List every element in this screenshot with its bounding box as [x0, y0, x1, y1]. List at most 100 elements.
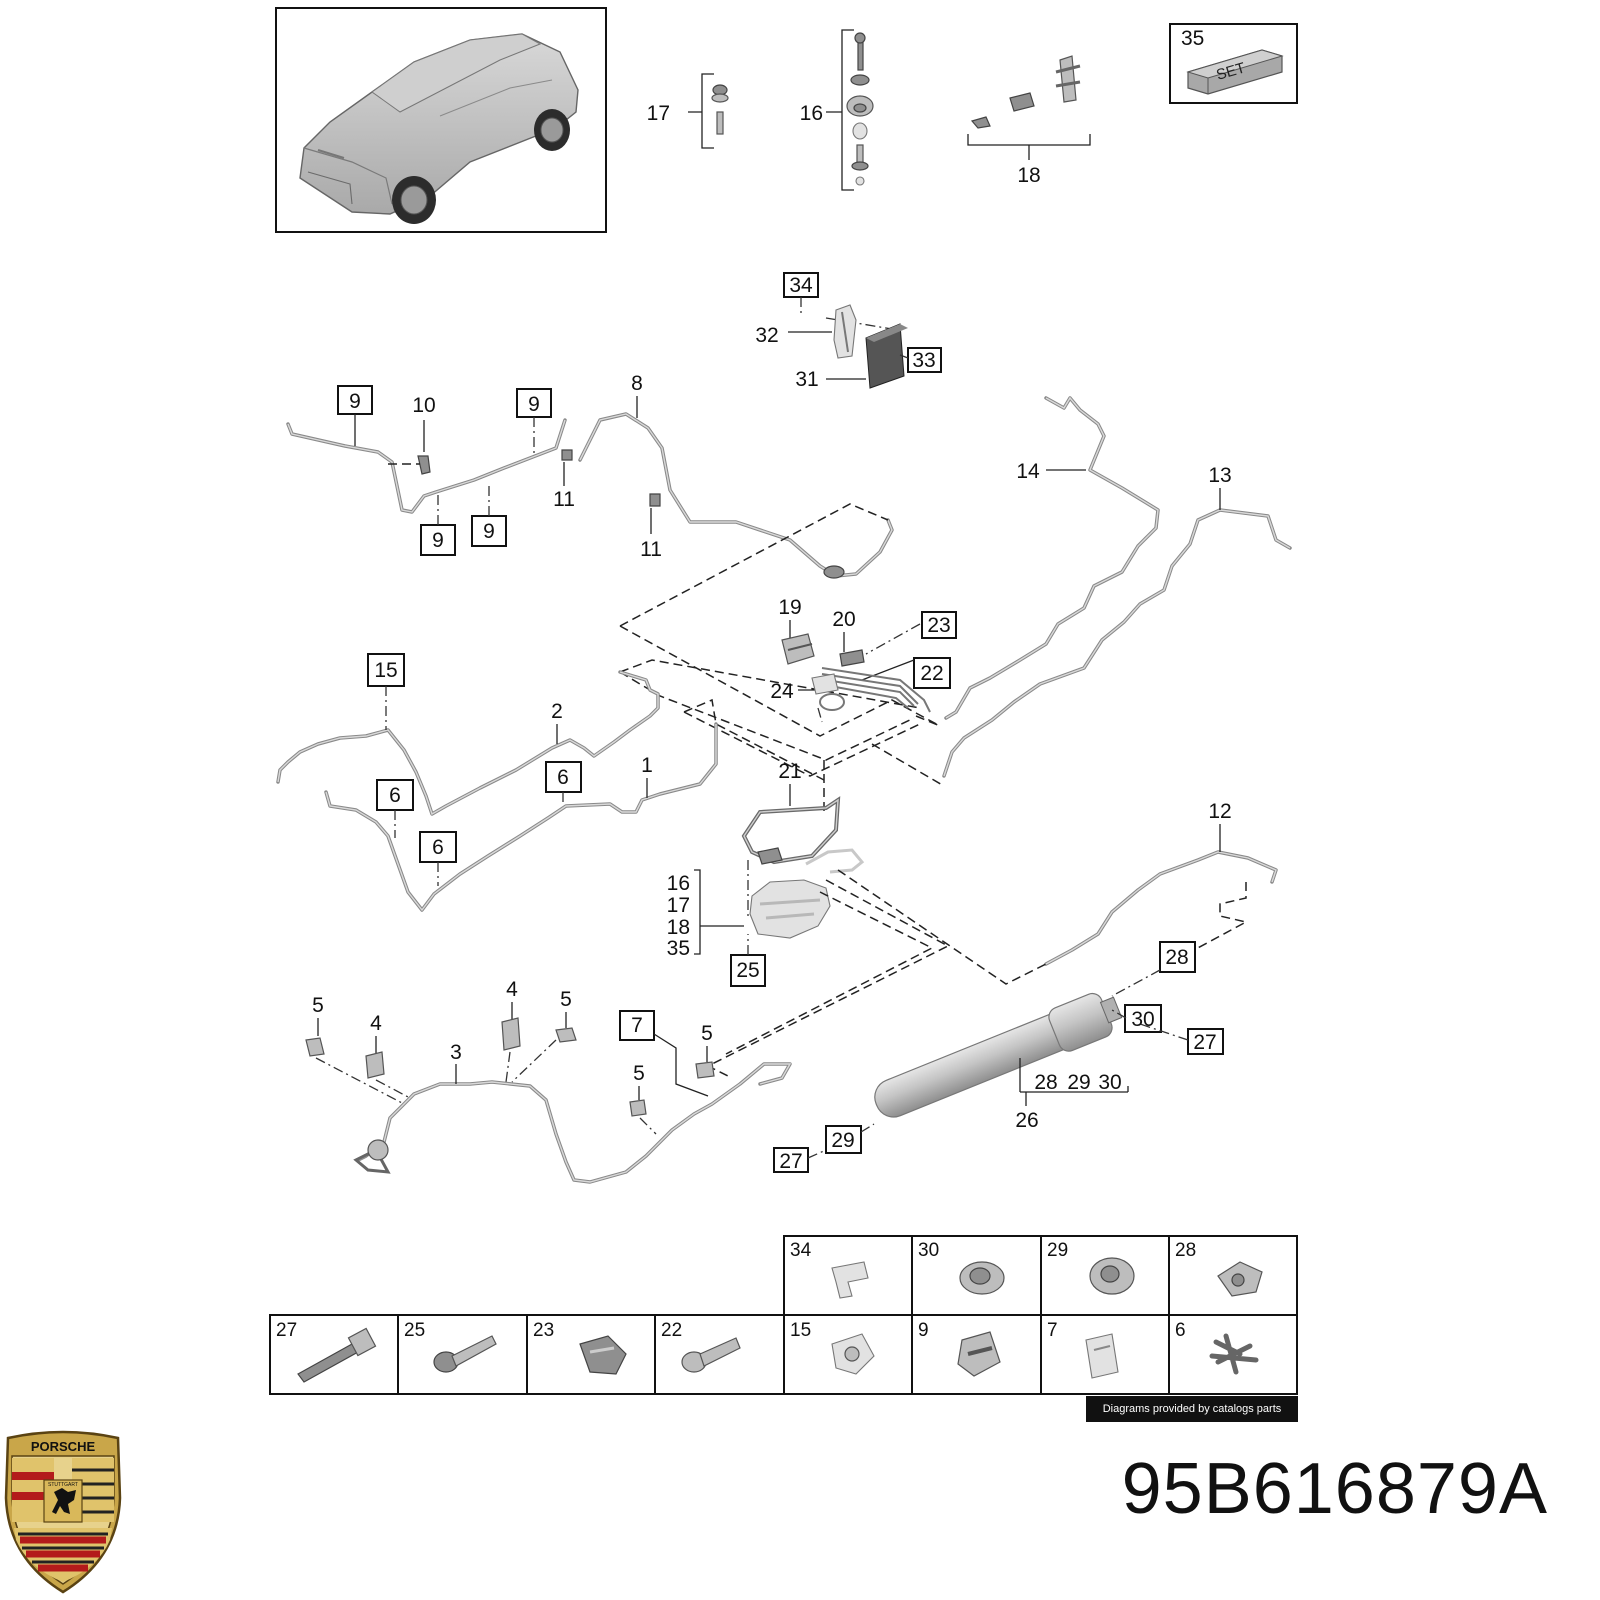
valve-block-group: 19 20 23 22 24 — [770, 596, 957, 723]
part-35-set-box: 35 SET — [1169, 23, 1298, 104]
callout-29: 29 — [1067, 1071, 1090, 1094]
table-label-7: 7 — [1047, 1320, 1058, 1341]
callout-6: 6 — [432, 836, 444, 859]
callout-21: 21 — [778, 760, 801, 783]
callout-35: 35 — [1181, 27, 1204, 50]
diagram-credit: Diagrams provided by catalogs parts — [1086, 1396, 1298, 1422]
callout-29: 29 — [831, 1129, 854, 1152]
bolt-25-icon — [433, 1335, 497, 1373]
clip-9-icon — [957, 1331, 1001, 1377]
left-middle-brake-lines — [276, 670, 718, 912]
callout-9: 9 — [483, 520, 495, 543]
part-number: 95B616879A — [1121, 1449, 1548, 1529]
accumulator-group: 28 30 27 28 29 30 26 29 27 — [773, 941, 1224, 1173]
callout-18: 18 — [667, 916, 690, 939]
clip-23-icon — [579, 1335, 627, 1375]
callout-31: 31 — [795, 368, 818, 391]
callout-17: 17 — [667, 894, 690, 917]
stud-27-icon — [297, 1327, 377, 1383]
table-label-25: 25 — [404, 1320, 425, 1341]
callout-6: 6 — [557, 766, 569, 789]
table-label-27: 27 — [276, 1320, 297, 1341]
callout-17: 17 — [647, 102, 670, 125]
callout-23: 23 — [927, 614, 950, 637]
callout-11: 11 — [640, 538, 662, 561]
callout-32: 32 — [755, 324, 778, 347]
control-module-group: 34 32 33 31 — [755, 272, 942, 391]
callout-15: 15 — [374, 659, 397, 682]
callout-4: 4 — [370, 1012, 382, 1035]
clip-6-icon — [1209, 1333, 1259, 1375]
callout-16: 16 — [667, 872, 690, 895]
callout-30: 30 — [1098, 1071, 1121, 1094]
callout-11: 11 — [553, 488, 575, 511]
table-label-15: 15 — [790, 1320, 811, 1341]
callout-33: 33 — [912, 349, 935, 372]
table-label-34: 34 — [790, 1240, 812, 1261]
table-label-28: 28 — [1175, 1240, 1196, 1261]
grommet-29-icon — [1089, 1257, 1135, 1295]
clip-28-icon — [1217, 1261, 1263, 1297]
table-label-23: 23 — [533, 1320, 554, 1341]
callout-10: 10 — [412, 394, 435, 417]
callout-5: 5 — [633, 1062, 645, 1085]
callout-13: 13 — [1208, 464, 1231, 487]
callout-1: 1 — [641, 754, 653, 777]
callout-8: 8 — [631, 372, 643, 395]
callout-5: 5 — [312, 994, 324, 1017]
callout-14: 14 — [1016, 460, 1040, 483]
table-label-6: 6 — [1175, 1320, 1186, 1341]
table-label-9: 9 — [918, 1320, 929, 1341]
callout-9: 9 — [349, 390, 361, 413]
clip-34-icon — [831, 1261, 869, 1299]
routing-dash-lines — [619, 503, 945, 812]
parts-table: 34 30 29 28 27 25 23 22 15 9 7 6 — [269, 1235, 1298, 1395]
porsche-crest-logo: STUTTGART PORSCHE — [4, 1430, 122, 1594]
callout-12: 12 — [1208, 800, 1231, 823]
lower-brake-line — [353, 1062, 792, 1184]
logo-porsche-text: PORSCHE — [31, 1439, 96, 1454]
table-label-22: 22 — [661, 1320, 682, 1341]
callout-16: 16 — [800, 102, 823, 125]
right-brake-lines — [942, 396, 1292, 778]
table-label-29: 29 — [1047, 1240, 1068, 1261]
callout-27: 27 — [779, 1150, 802, 1173]
logo-stuttgart-text: STUTTGART — [48, 1482, 78, 1488]
callout-9: 9 — [432, 529, 444, 552]
part-16-bolt-stack: 16 — [800, 29, 874, 191]
clip-7-icon — [1085, 1333, 1119, 1379]
callout-9: 9 — [528, 393, 540, 416]
part-18-clip-group: 18 — [967, 55, 1091, 187]
callout-28: 28 — [1034, 1071, 1057, 1094]
upper-left-brake-line — [286, 412, 894, 579]
callout-34: 34 — [789, 274, 813, 297]
callout-35: 35 — [667, 937, 690, 960]
callout-6: 6 — [389, 784, 401, 807]
rear-right-brake-line — [837, 850, 1278, 985]
callout-3: 3 — [450, 1041, 462, 1064]
table-label-30: 30 — [918, 1240, 939, 1261]
clip-15-icon — [831, 1333, 875, 1375]
parts-table-top-row: 34 30 29 28 — [783, 1235, 1298, 1316]
hydraulic-unit-group: 21 16 17 18 35 25 — [667, 760, 950, 1077]
callout-19: 19 — [778, 596, 801, 619]
bolt-22-icon — [681, 1337, 741, 1373]
vehicle-thumbnail — [275, 7, 607, 233]
part-17-stud-group: 17 — [647, 73, 729, 149]
callout-30: 30 — [1131, 1008, 1154, 1031]
callout-26: 26 — [1015, 1109, 1038, 1132]
callout-25: 25 — [736, 959, 759, 982]
callout-20: 20 — [832, 608, 855, 631]
callout-18: 18 — [1017, 164, 1040, 187]
callout-7: 7 — [631, 1014, 643, 1037]
callout-27: 27 — [1193, 1031, 1216, 1054]
parts-table-bottom-row: 27 25 23 22 15 9 7 6 — [269, 1314, 1298, 1395]
callout-5: 5 — [560, 988, 572, 1011]
callout-4: 4 — [506, 978, 518, 1001]
callout-24: 24 — [770, 680, 794, 703]
callout-5: 5 — [701, 1022, 713, 1045]
grommet-30-icon — [959, 1261, 1005, 1295]
callout-28: 28 — [1165, 946, 1188, 969]
callout-22: 22 — [920, 662, 943, 685]
